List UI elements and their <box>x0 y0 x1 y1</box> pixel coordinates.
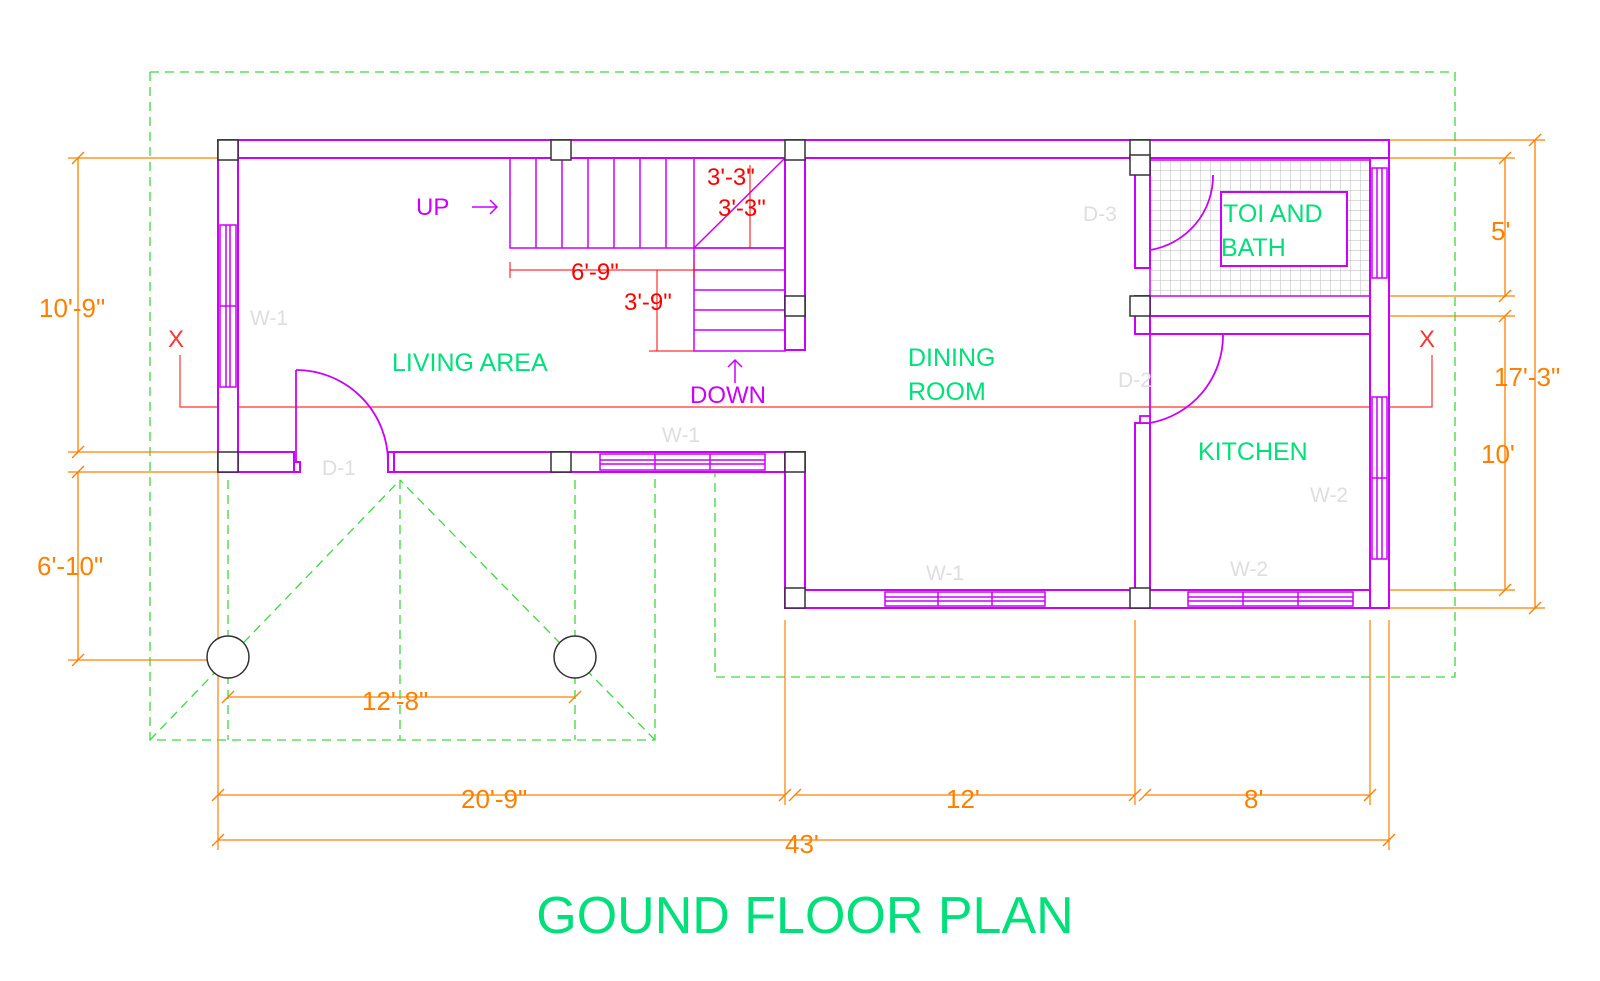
dim-right-2: 10' <box>1481 439 1515 469</box>
dim-bottom-1: 20'-9" <box>461 784 527 814</box>
door-d1 <box>295 369 389 463</box>
toilet-fixture-box <box>1220 191 1348 267</box>
stair-up-label: UP <box>416 194 449 221</box>
section-line <box>179 355 1433 408</box>
stair-dim-d: 3'-9" <box>624 289 672 316</box>
window-w1-bottom <box>884 591 1046 607</box>
dim-bottom-2: 12' <box>946 784 980 814</box>
room-dining-line1: DINING <box>908 344 996 372</box>
window-w1-left <box>219 224 237 388</box>
windows <box>219 167 1388 607</box>
room-kitchen: KITCHEN <box>1198 438 1308 466</box>
tag-w2-right: W-2 <box>1310 484 1348 507</box>
dim-right-1: 5' <box>1491 216 1510 246</box>
room-toilet-line1: TOI AND <box>1223 200 1323 228</box>
window-w2-bottom <box>1187 591 1354 607</box>
door-d2 <box>1139 333 1224 424</box>
section-mark-left: X <box>168 326 184 353</box>
columns <box>206 139 1151 679</box>
tag-d2: D-2 <box>1118 369 1152 392</box>
door-d3 <box>1149 174 1214 251</box>
tag-w1-bottom: W-1 <box>926 562 964 585</box>
stair-dim-c: 6'-9" <box>571 259 619 286</box>
dimension-lines <box>71 133 1542 847</box>
dim-bottom-3: 8' <box>1244 784 1263 814</box>
dim-left-upper: 10'-9" <box>39 293 105 323</box>
dim-overall-length: 43' <box>785 829 819 859</box>
stair-down-label: DOWN <box>690 382 766 409</box>
plan-title: GOUND FLOOR PLAN <box>536 887 1073 945</box>
doors <box>295 174 1224 463</box>
room-toilet-line2: BATH <box>1221 234 1286 262</box>
tag-w1-left: W-1 <box>250 307 288 330</box>
stair-dim-b: 3'-3" <box>718 195 766 222</box>
dim-overall-width: 17'-3" <box>1494 362 1560 392</box>
tag-d1: D-1 <box>322 457 356 480</box>
section-mark-right: X <box>1419 326 1435 353</box>
tag-d3: D-3 <box>1083 203 1117 226</box>
stair-dimension-lines <box>509 165 751 352</box>
dim-left-lower: 6'-10" <box>37 551 103 581</box>
stair-dim-a: 3'-3" <box>707 164 755 191</box>
window-w1-top <box>599 453 766 471</box>
dim-porch-width: 12'-8" <box>362 686 428 716</box>
tag-w1-top: W-1 <box>662 424 700 447</box>
tag-w2-bottom: W-2 <box>1230 558 1268 581</box>
room-living-area: LIVING AREA <box>392 349 548 377</box>
room-dining-line2: ROOM <box>908 378 986 406</box>
staircase <box>472 157 786 383</box>
window-toilet-vent <box>1371 167 1388 279</box>
window-w2-right <box>1371 396 1388 560</box>
